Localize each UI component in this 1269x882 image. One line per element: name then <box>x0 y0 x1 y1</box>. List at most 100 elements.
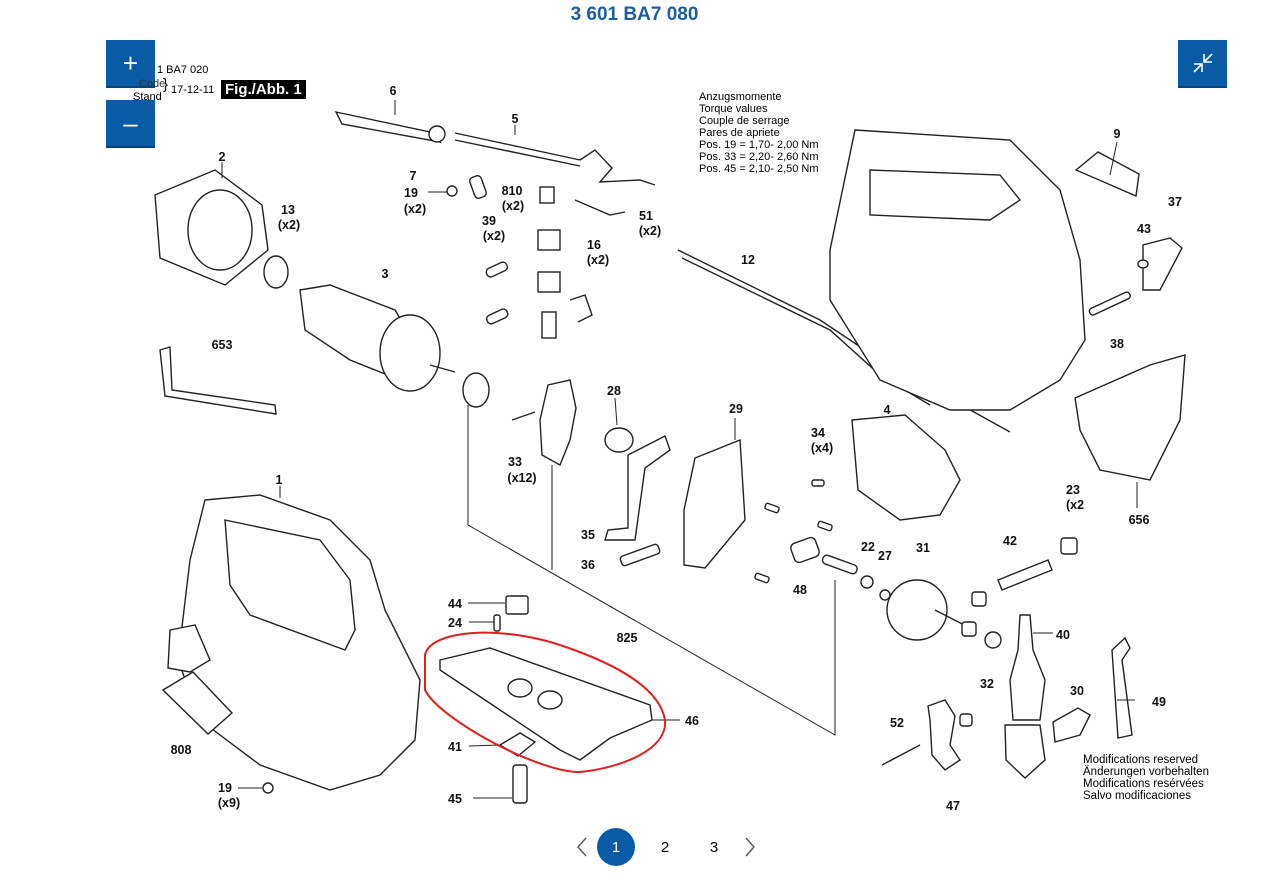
page-1-button[interactable]: 1 <box>597 828 635 866</box>
callout-34[interactable]: 34 <box>811 426 825 440</box>
callout-808[interactable]: 808 <box>171 743 192 757</box>
part-30-lever[interactable] <box>1052 707 1091 743</box>
callout-4[interactable]: 4 <box>884 403 891 417</box>
brace: } <box>163 76 169 93</box>
part-810[interactable] <box>539 186 555 204</box>
callout-41[interactable]: 41 <box>448 740 462 754</box>
callout-12[interactable]: 12 <box>741 253 755 267</box>
part-29-guide[interactable] <box>683 438 746 569</box>
zoom-out-button[interactable]: – <box>106 100 155 148</box>
page-2-button[interactable]: 2 <box>660 838 670 856</box>
part-48-bushing[interactable] <box>789 536 820 564</box>
part-656-cover[interactable] <box>1074 354 1186 481</box>
part-42-rod[interactable] <box>997 559 1053 591</box>
callout-37[interactable]: 37 <box>1168 195 1182 209</box>
part-6-rod[interactable] <box>334 111 443 144</box>
callout-36[interactable]: 36 <box>581 558 595 572</box>
callout-30[interactable]: 30 <box>1070 684 1084 698</box>
part-1-tool-body[interactable] <box>177 494 421 791</box>
callout-22[interactable]: 22 <box>861 540 875 554</box>
callout-38[interactable]: 38 <box>1110 337 1124 351</box>
part-27-ring[interactable] <box>879 589 891 601</box>
part-16-holder[interactable] <box>537 229 561 251</box>
callout-13[interactable]: 13 <box>281 203 295 217</box>
fit-view-button[interactable] <box>1178 40 1227 88</box>
callout-24[interactable]: 24 <box>448 616 462 630</box>
chevron-right-icon[interactable] <box>736 834 762 860</box>
callout-810[interactable]: 810 <box>502 184 523 198</box>
callout-31[interactable]: 31 <box>916 541 930 555</box>
part-653-hex-key[interactable] <box>159 346 277 415</box>
part-44-block[interactable] <box>505 595 529 615</box>
callout-44[interactable]: 44 <box>448 597 462 611</box>
part-37-lever[interactable] <box>1142 237 1183 291</box>
callout-16[interactable]: 16 <box>587 238 601 252</box>
callout-32[interactable]: 32 <box>980 677 994 691</box>
part-47-holder[interactable] <box>927 699 961 771</box>
callout-47[interactable]: 47 <box>946 799 960 813</box>
callout-19a[interactable]: 19 <box>404 186 418 200</box>
part-32-bearing[interactable] <box>984 631 1002 649</box>
part-16b-holder[interactable] <box>537 271 561 293</box>
callout-34-qty: (x4) <box>811 441 833 455</box>
part-45-screw[interactable] <box>512 764 528 804</box>
callout-3[interactable]: 3 <box>382 267 389 281</box>
callout-19b[interactable]: 19 <box>218 781 232 795</box>
callout-51[interactable]: 51 <box>639 209 653 223</box>
callout-7[interactable]: 7 <box>410 169 417 183</box>
part-23-block[interactable] <box>1060 537 1078 555</box>
callout-28[interactable]: 28 <box>607 384 621 398</box>
part-36-roller[interactable] <box>619 543 661 567</box>
callout-27[interactable]: 27 <box>878 549 892 563</box>
callout-52[interactable]: 52 <box>890 716 904 730</box>
part-38-pin[interactable] <box>1088 291 1131 316</box>
chevron-left-icon[interactable] <box>570 834 596 860</box>
callout-49[interactable]: 49 <box>1152 695 1166 709</box>
part-5-rod[interactable] <box>454 132 581 167</box>
callout-656[interactable]: 656 <box>1129 513 1150 527</box>
part-7[interactable] <box>469 175 488 200</box>
callout-39[interactable]: 39 <box>482 214 496 228</box>
callout-5[interactable]: 5 <box>512 112 519 126</box>
callout-48[interactable]: 48 <box>793 583 807 597</box>
part-4-switch[interactable] <box>851 414 961 521</box>
part-808-label[interactable] <box>161 671 234 735</box>
part-33-bracket[interactable] <box>539 379 577 466</box>
callout-29[interactable]: 29 <box>729 402 743 416</box>
callout-43[interactable]: 43 <box>1137 222 1151 236</box>
part-brush-2[interactable] <box>541 311 557 339</box>
callout-1[interactable]: 1 <box>276 473 283 487</box>
part-39-pin[interactable] <box>485 261 509 278</box>
callout-45[interactable]: 45 <box>448 792 462 806</box>
callout-825[interactable]: 825 <box>617 631 638 645</box>
part-34-pad[interactable] <box>811 479 825 487</box>
part-41-clamp[interactable] <box>498 732 537 757</box>
part-24-pin[interactable] <box>493 614 501 632</box>
part-19b-screw[interactable] <box>262 782 274 794</box>
part-9-label[interactable] <box>1074 151 1140 198</box>
part-40-plunger[interactable] <box>1009 614 1046 721</box>
part-43-spring[interactable] <box>1137 259 1149 269</box>
part-31-gear[interactable] <box>886 579 948 641</box>
callout-19b-qty: (x9) <box>218 796 240 810</box>
part-52-screw[interactable] <box>881 744 921 766</box>
callout-9[interactable]: 9 <box>1114 127 1121 141</box>
zoom-in-button[interactable]: + <box>106 40 155 88</box>
callout-2[interactable]: 2 <box>219 150 226 164</box>
part-28-washer[interactable] <box>604 427 634 453</box>
callout-40[interactable]: 40 <box>1056 628 1070 642</box>
part-49-clip[interactable] <box>1111 636 1133 739</box>
page-3-button[interactable]: 3 <box>709 838 719 856</box>
callout-653[interactable]: 653 <box>212 338 233 352</box>
part-19-screw[interactable] <box>446 185 458 197</box>
callout-6[interactable]: 6 <box>390 84 397 98</box>
part-35-plate[interactable] <box>604 435 671 541</box>
callout-46[interactable]: 46 <box>685 714 699 728</box>
callout-35[interactable]: 35 <box>581 528 595 542</box>
part-22-ring[interactable] <box>860 575 874 589</box>
callout-23[interactable]: 23 <box>1066 483 1080 497</box>
callout-42[interactable]: 42 <box>1003 534 1017 548</box>
part-13-bearing[interactable] <box>263 255 289 289</box>
callout-33[interactable]: 33 <box>508 455 522 469</box>
part-51-spring[interactable] <box>574 199 626 216</box>
